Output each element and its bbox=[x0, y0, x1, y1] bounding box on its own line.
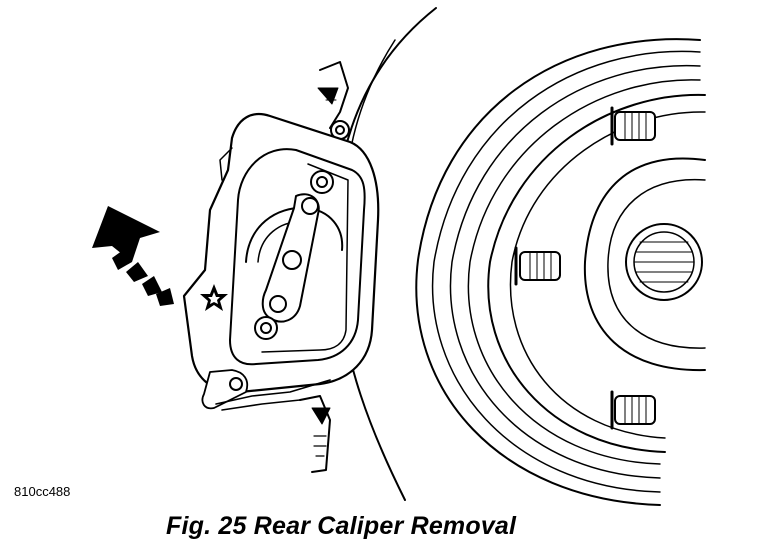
hub-assembly bbox=[583, 157, 706, 372]
figure-reference-code: 810cc488 bbox=[14, 484, 71, 499]
pentastar-logo-icon bbox=[200, 284, 228, 311]
wheel-stud bbox=[610, 390, 656, 430]
arrow-up-left-icon bbox=[92, 206, 174, 306]
axle-splines bbox=[633, 241, 695, 283]
wheel-stud bbox=[610, 106, 656, 146]
wheel-stud bbox=[514, 246, 561, 286]
brake-rotor bbox=[415, 38, 706, 506]
brake-caliper bbox=[182, 112, 380, 411]
axle-shaft bbox=[625, 223, 703, 301]
figure-caption: Fig. 25 Rear Caliper Removal bbox=[166, 512, 517, 540]
caliper-adapter bbox=[299, 61, 350, 473]
